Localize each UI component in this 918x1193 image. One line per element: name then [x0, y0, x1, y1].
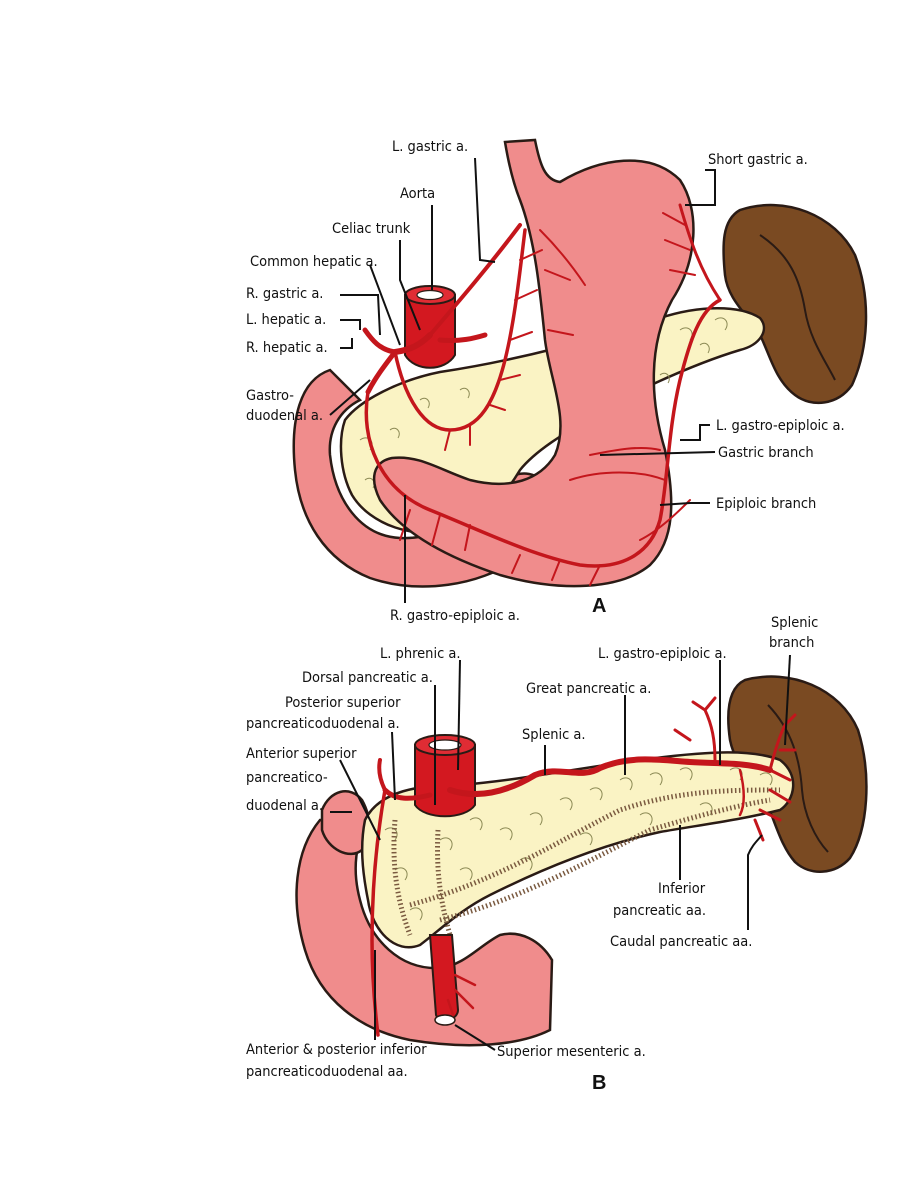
label-caudal-pancreatic-b: Caudal pancreatic aa. [610, 934, 752, 950]
label-epiploic-branch-a: Epiploic branch [716, 496, 816, 512]
label-gastroduodenal-line1-a: Gastro- [246, 388, 294, 404]
label-r-hepatic-a: R. hepatic a. [246, 340, 328, 356]
label-ant-sup-pd-line2-b: pancreatico- [246, 770, 328, 786]
stomach-a [372, 138, 695, 588]
label-l-hepatic-a: L. hepatic a. [246, 312, 326, 328]
label-splenic-b: Splenic a. [522, 727, 586, 743]
spleen-a [722, 203, 868, 405]
leaders-a [329, 157, 716, 603]
spleen-b [727, 675, 868, 873]
label-short-gastric-a: Short gastric a. [708, 152, 808, 168]
label-great-pancreatic-b: Great pancreatic a. [526, 681, 651, 697]
label-celiac-trunk-a: Celiac trunk [332, 221, 411, 237]
label-inferior-pancreatic-line2-b: pancreatic aa. [613, 903, 706, 919]
label-dorsal-pancreatic-b: Dorsal pancreatic a. [302, 670, 433, 686]
label-post-sup-pd-line1-b: Posterior superior [285, 695, 401, 711]
labels-b: Splenic branch L. phrenic a. L. gastro-e… [246, 615, 818, 1094]
label-gastroduodenal-line2-a: duodenal a. [246, 408, 323, 424]
label-post-sup-pd-line2-b: pancreaticoduodenal a. [246, 716, 400, 732]
label-l-phrenic-b: L. phrenic a. [380, 646, 461, 662]
label-splenic-branch-line2-b: branch [769, 635, 814, 651]
label-ant-post-inf-pd-line1-b: Anterior & posterior inferior [246, 1042, 427, 1058]
label-ant-sup-pd-line1-b: Anterior superior [246, 746, 357, 762]
panel-a: L. gastric a. Short gastric a. Aorta Cel… [246, 138, 868, 624]
aorta-b [414, 744, 476, 818]
aorta-a [404, 294, 456, 369]
label-l-gastric-a: L. gastric a. [392, 139, 468, 155]
arteries-a [362, 203, 722, 586]
label-inferior-pancreatic-line1-b: Inferior [658, 881, 706, 897]
labels-a: L. gastric a. Short gastric a. Aorta Cel… [246, 139, 845, 624]
label-ant-sup-pd-line3-b: duodenal a. [246, 798, 323, 814]
label-splenic-branch-line1-b: Splenic [771, 615, 818, 631]
duodenum-b [295, 818, 554, 1047]
label-l-gastro-epiploic-a: L. gastro-epiploic a. [716, 418, 845, 434]
panel-letter-a: A [592, 595, 606, 617]
spleen-a-crease [759, 234, 836, 381]
label-common-hepatic-a: Common hepatic a. [250, 254, 378, 270]
panel-letter-b: B [592, 1072, 606, 1094]
label-l-gastro-epiploic-b: L. gastro-epiploic a. [598, 646, 727, 662]
arteries-b [370, 696, 797, 1037]
pancreas-b-internal-arteries [391, 787, 781, 936]
label-ant-post-inf-pd-line2-b: pancreaticoduodenal aa. [246, 1064, 408, 1080]
label-aorta-a: Aorta [400, 186, 435, 202]
label-gastric-branch-a: Gastric branch [718, 445, 814, 461]
panel-b: Splenic branch L. phrenic a. L. gastro-e… [246, 615, 868, 1094]
leaders-b [330, 654, 791, 1051]
label-r-gastric-a: R. gastric a. [246, 286, 323, 302]
label-r-gastro-epiploic-a: R. gastro-epiploic a. [390, 608, 520, 624]
label-superior-mesenteric-b: Superior mesenteric a. [497, 1044, 646, 1060]
